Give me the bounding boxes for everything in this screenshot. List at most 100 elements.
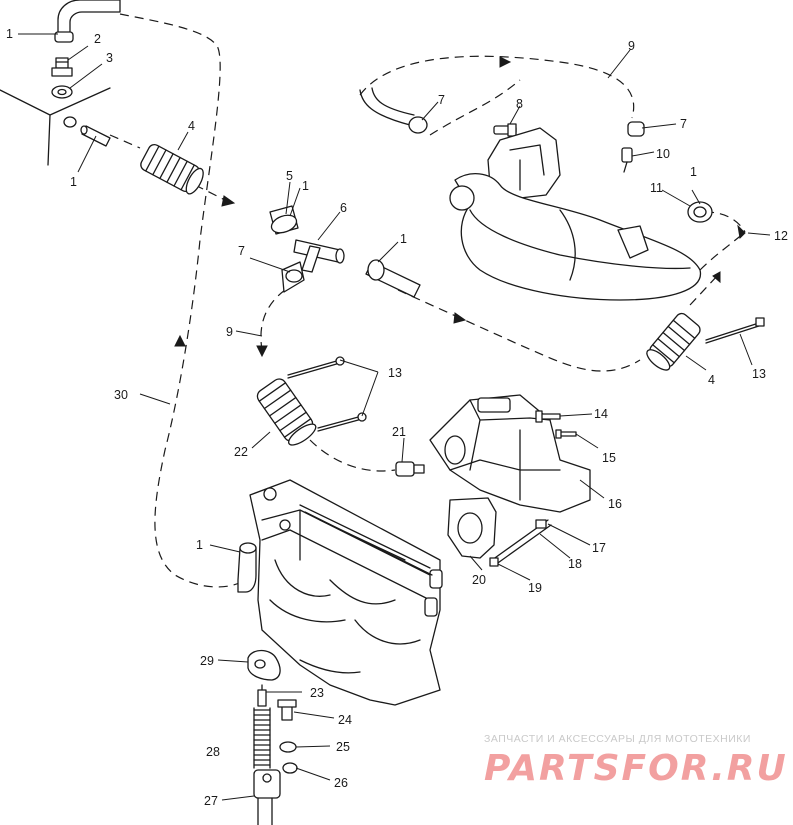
bellows-icon — [256, 378, 317, 446]
cylinder-block-icon — [249, 479, 443, 706]
callout-24: 24 — [338, 713, 352, 727]
gasket-icon — [247, 649, 281, 681]
callout-26: 26 — [334, 776, 348, 790]
callout-3: 3 — [106, 51, 113, 65]
hull-corner-line — [0, 87, 111, 166]
callout-28: 28 — [206, 745, 220, 759]
stud-icon — [489, 519, 552, 567]
hose-route-e — [689, 274, 719, 306]
hose-icon — [359, 87, 415, 126]
manifold-icon — [429, 394, 591, 513]
fitting-icon — [51, 57, 73, 77]
hose-routes — [109, 13, 746, 588]
hose-route-d — [309, 439, 396, 472]
callout-5: 5 — [286, 169, 293, 183]
callout-17: 17 — [592, 541, 606, 555]
callout-labels: 1 2 3 1 4 5 1 6 7 1 9 30 22 13 7 8 9 7 1… — [6, 27, 788, 808]
manifold-icon — [449, 127, 702, 301]
watermark: ЗАПЧАСТИ И АКСЕССУАРЫ ДЛЯ МОТОТЕХНИКИ PA… — [484, 733, 788, 789]
cable-tie-icon — [705, 317, 765, 344]
callout-23: 23 — [310, 686, 324, 700]
gasket-icon — [447, 497, 497, 559]
arrow-icon — [256, 345, 268, 358]
arrow-icon — [453, 312, 467, 324]
clamp-icon — [54, 31, 74, 43]
t-fitting-icon — [293, 239, 345, 273]
callout-7: 7 — [680, 117, 687, 131]
callout-20: 20 — [472, 573, 486, 587]
callout-1: 1 — [302, 179, 309, 193]
arrow-icon — [712, 271, 721, 284]
callout-18: 18 — [568, 557, 582, 571]
clamp-icon — [367, 259, 385, 281]
callout-7: 7 — [438, 93, 445, 107]
arrow-icon — [174, 334, 186, 347]
callout-11: 11 — [650, 181, 663, 195]
watermark-brand: PARTSFOR.RU — [484, 748, 788, 789]
hose-9-lower-route — [260, 289, 286, 351]
clamp-icon — [687, 201, 713, 223]
callout-21: 21 — [392, 425, 406, 439]
hose-9-top-loop — [359, 55, 635, 119]
fitting-icon — [493, 123, 517, 137]
hose-12-route — [699, 231, 746, 271]
clamp-icon — [239, 542, 257, 554]
fitting-icon — [621, 121, 645, 173]
bellows-icon — [140, 143, 204, 195]
bolt-icon — [555, 429, 577, 439]
hose-route-a — [109, 134, 141, 149]
fitting-icon — [395, 461, 425, 477]
callout-4: 4 — [708, 373, 715, 387]
callout-2: 2 — [94, 32, 101, 46]
clamp-icon — [270, 214, 298, 234]
callout-25: 25 — [336, 740, 350, 754]
connector-icon — [253, 769, 281, 825]
callout-22: 22 — [234, 445, 248, 459]
hose-icon — [237, 542, 257, 593]
callout-7: 7 — [238, 244, 245, 258]
callout-4: 4 — [188, 119, 195, 133]
callout-27: 27 — [204, 794, 218, 808]
washer-icon — [279, 741, 297, 753]
hose-9-top-route — [429, 79, 521, 136]
clamp-icon — [285, 269, 303, 283]
watermark-subtitle: ЗАПЧАСТИ И АКСЕССУАРЫ ДЛЯ МОТОТЕХНИКИ — [484, 733, 751, 745]
hose-route-c — [397, 289, 641, 372]
callout-1: 1 — [196, 538, 203, 552]
clamp-icon — [408, 116, 428, 134]
hose-fitting-group-top-left — [0, 0, 121, 166]
callout-9: 9 — [628, 39, 635, 53]
washer-icon — [282, 762, 298, 774]
callout-14: 14 — [594, 407, 608, 421]
arrow-icon — [221, 195, 236, 207]
callout-8: 8 — [516, 97, 523, 111]
hose-icon — [365, 259, 421, 298]
callout-1: 1 — [6, 27, 13, 41]
spark-plug-icon — [253, 684, 271, 769]
callout-1: 1 — [400, 232, 407, 246]
callout-12: 12 — [774, 229, 788, 243]
bolt-icon — [535, 410, 561, 423]
callout-16: 16 — [608, 497, 622, 511]
callout-13: 13 — [752, 367, 766, 381]
callout-19: 19 — [528, 581, 542, 595]
callout-10: 10 — [656, 147, 670, 161]
callout-6: 6 — [340, 201, 347, 215]
arrow-icon — [499, 56, 512, 68]
callout-30: 30 — [114, 388, 128, 402]
bellows-icon — [646, 312, 701, 371]
callout-15: 15 — [602, 451, 616, 465]
callout-9: 9 — [226, 325, 233, 339]
bolt-icon — [277, 699, 297, 721]
leader-lines — [18, 33, 771, 801]
hose-icon — [57, 0, 121, 39]
clamp-hose-group — [269, 205, 299, 235]
flow-arrows — [174, 56, 746, 358]
callout-13: 13 — [388, 366, 402, 380]
callout-29: 29 — [200, 654, 214, 668]
cable-tie-icon — [287, 356, 367, 432]
fitting-icon — [63, 116, 77, 128]
hose-30-route — [119, 13, 246, 588]
callout-1: 1 — [70, 175, 77, 189]
